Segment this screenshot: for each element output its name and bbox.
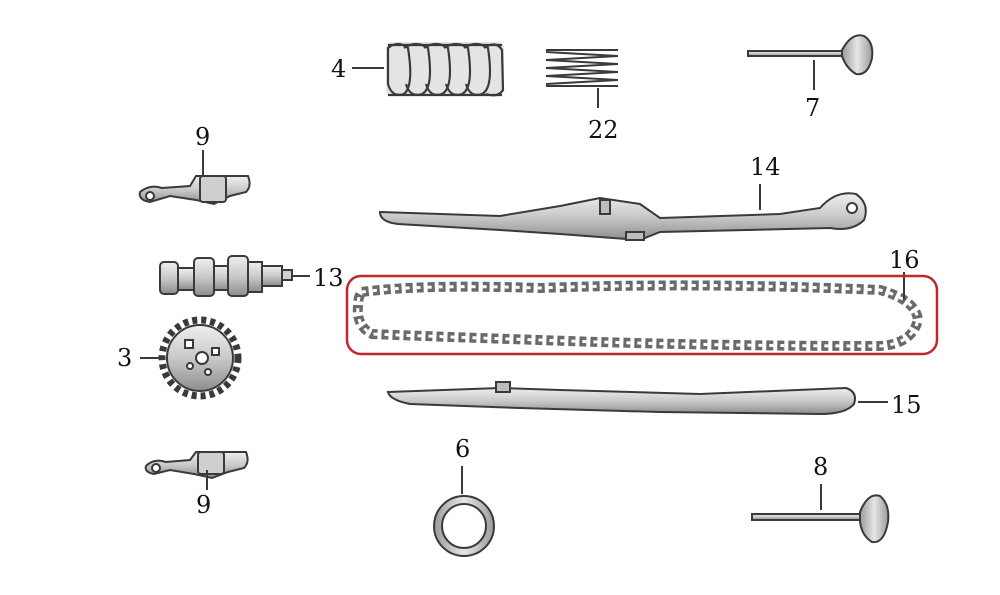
cam-sprocket — [158, 316, 242, 400]
callout-22: 22 — [588, 116, 619, 144]
rocker-arm-bottom — [144, 451, 249, 480]
valve-spring-inner — [545, 49, 619, 87]
callout-16: 16 — [889, 246, 920, 274]
callout-6: 6 — [455, 435, 471, 463]
callout-13: 13 — [313, 264, 344, 292]
callout-7: 7 — [805, 94, 821, 122]
seal-ring — [433, 495, 495, 557]
chain-guide-upper — [378, 192, 867, 242]
timing-chain — [352, 280, 924, 352]
callout-9-top: 9 — [195, 123, 211, 151]
camshaft — [159, 255, 293, 297]
valve-intake — [747, 34, 874, 76]
callout-3: 3 — [117, 344, 133, 372]
valve-spring-outer — [386, 42, 505, 97]
callout-9-bottom: 9 — [196, 491, 212, 519]
callout-14: 14 — [750, 153, 781, 181]
callout-8: 8 — [813, 453, 829, 481]
valve-exhaust — [751, 494, 890, 544]
callout-4: 4 — [331, 55, 347, 83]
callout-15: 15 — [891, 391, 922, 419]
chain-guide-lower — [386, 381, 856, 416]
rocker-arm-top — [138, 175, 251, 206]
highlight-outline — [345, 274, 939, 356]
